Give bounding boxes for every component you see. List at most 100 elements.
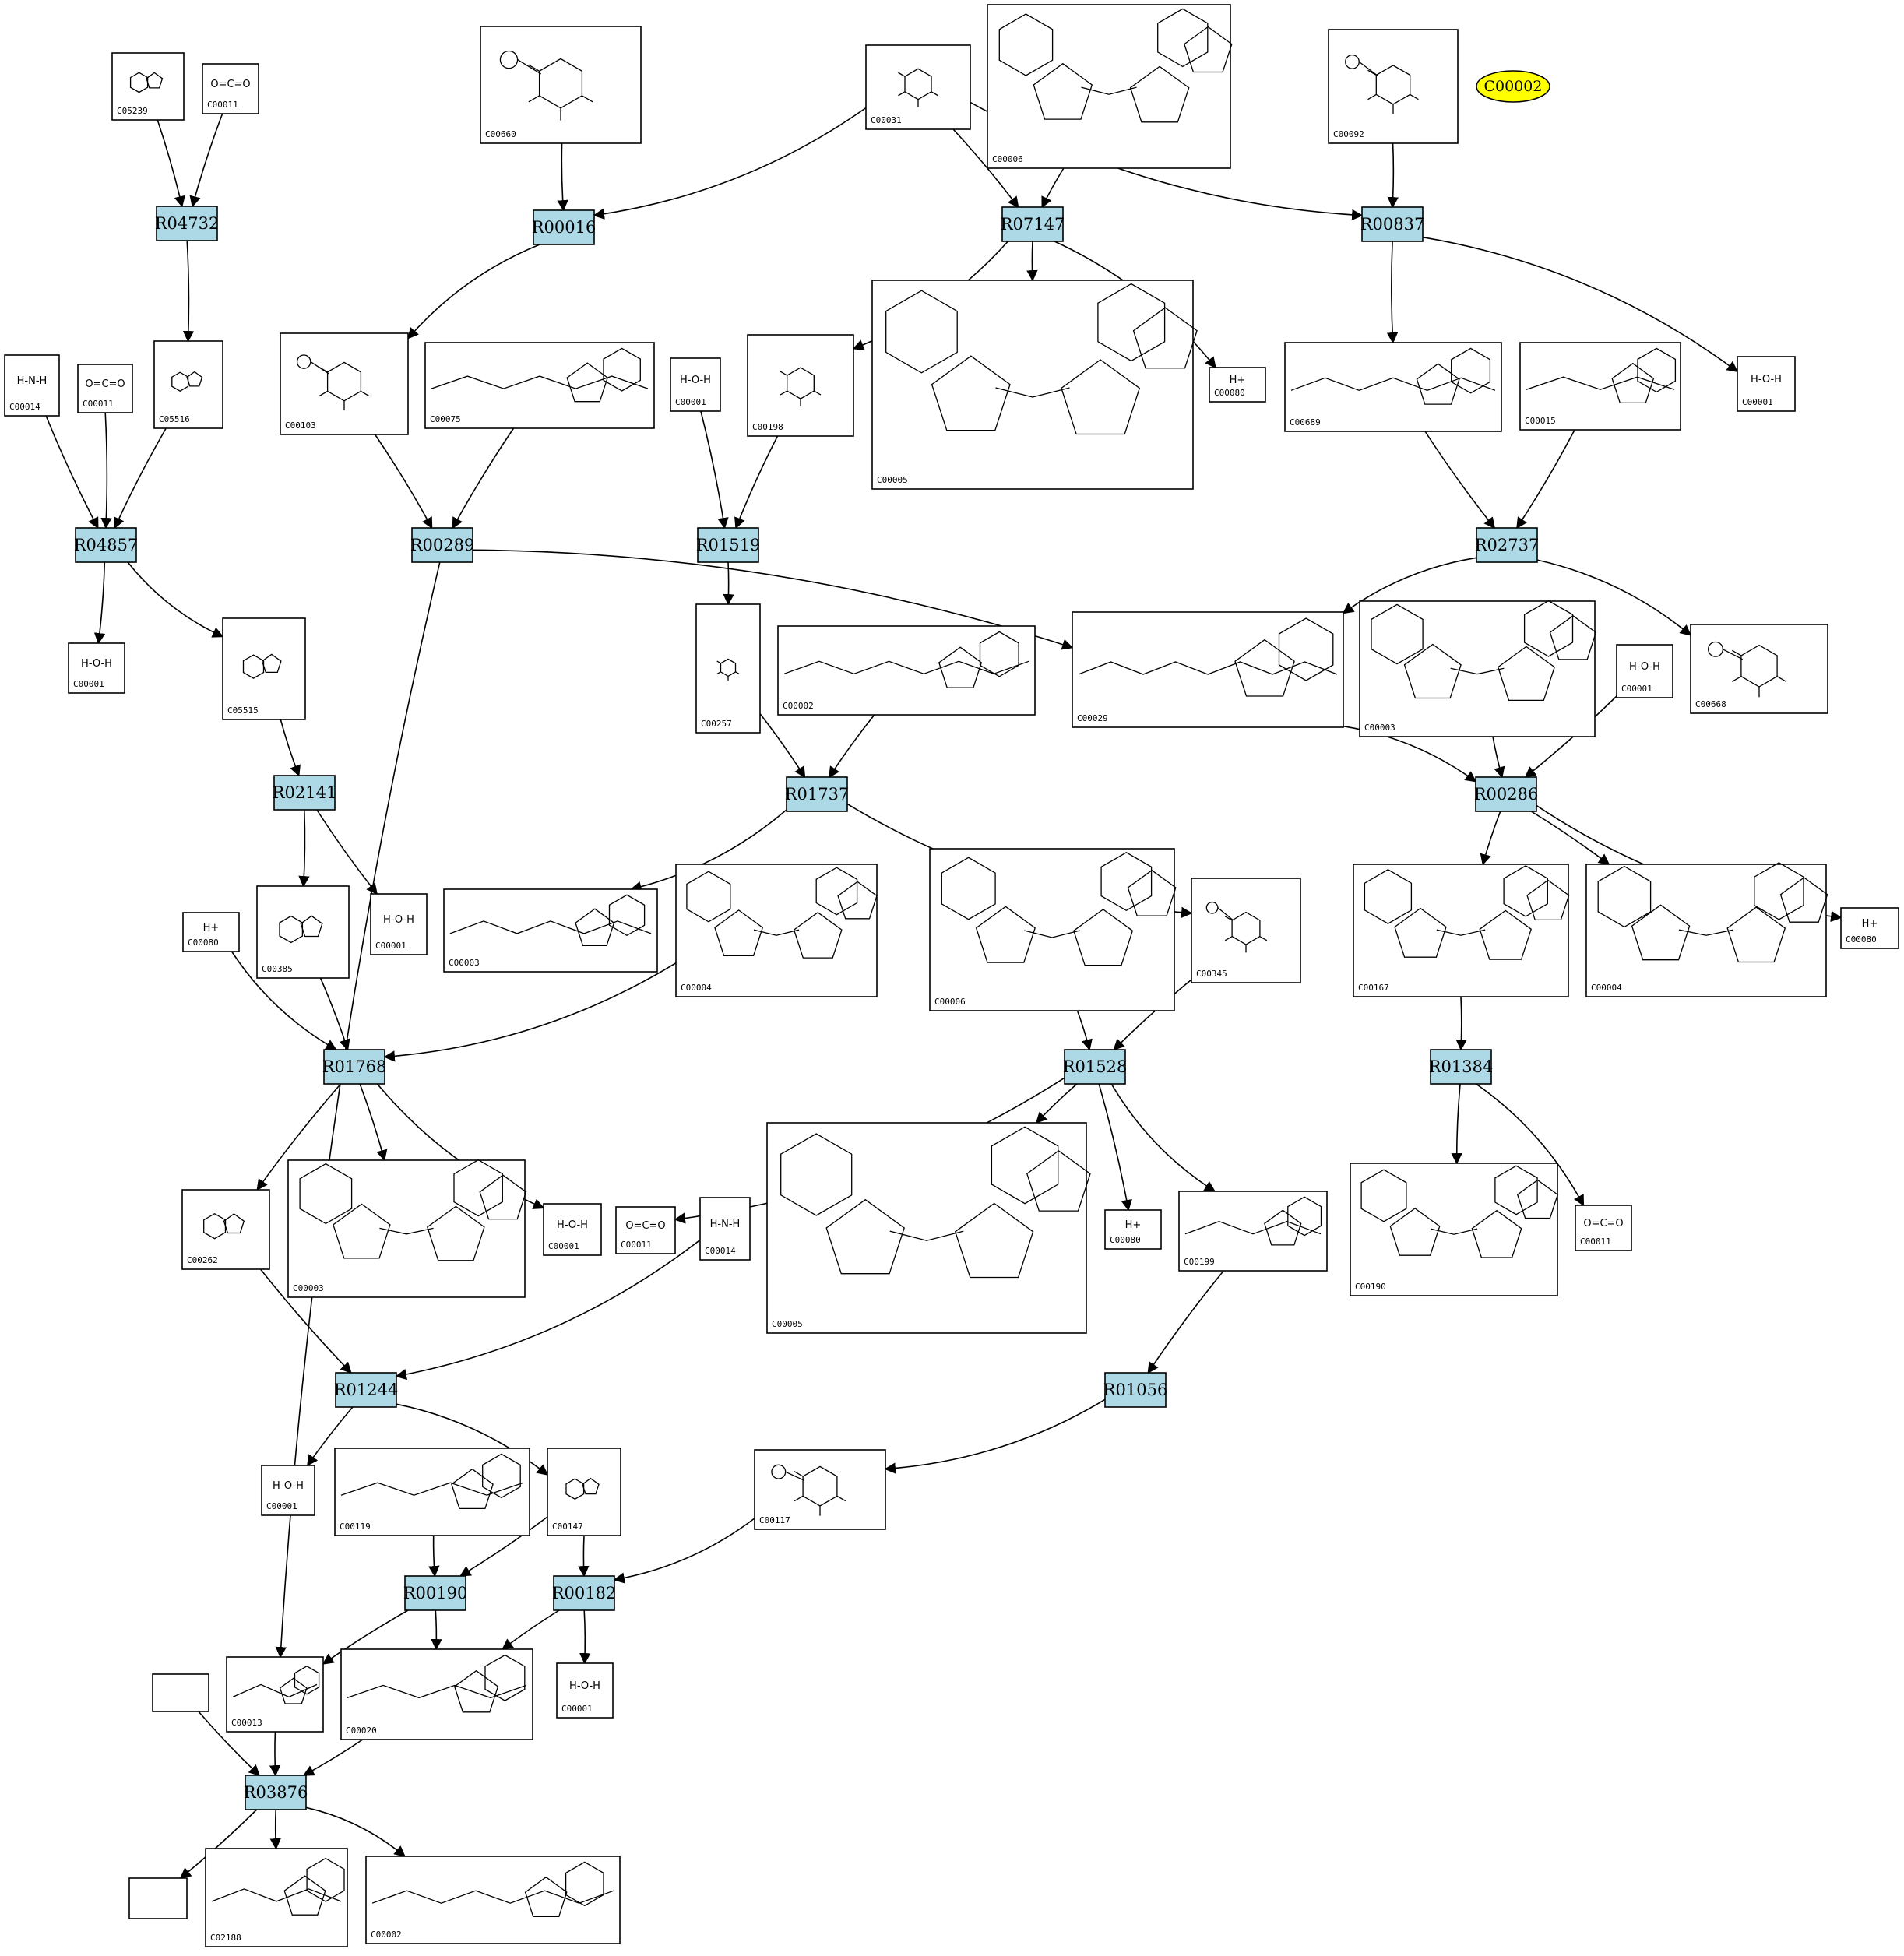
- compound-box[interactable]: [182, 912, 240, 952]
- compound-box[interactable]: [675, 864, 878, 997]
- compound-node[interactable]: C00006: [929, 848, 1177, 1011]
- compound-box[interactable]: [1072, 611, 1344, 728]
- reaction-box[interactable]: [335, 1372, 397, 1408]
- compound-node[interactable]: C00003: [1359, 600, 1597, 737]
- compound-node[interactable]: C00075: [424, 342, 655, 429]
- compound-node[interactable]: C00167: [1353, 864, 1570, 997]
- compound-box[interactable]: [128, 1877, 188, 1919]
- compound-box[interactable]: [1350, 1163, 1558, 1296]
- compound-node[interactable]: C00198: [747, 334, 854, 437]
- compound-node[interactable]: H+C00080: [1840, 907, 1899, 949]
- compound-node[interactable]: C00002: [777, 625, 1036, 716]
- compound-box[interactable]: [280, 332, 409, 435]
- compound-box[interactable]: [287, 1159, 526, 1298]
- compound-box[interactable]: [695, 603, 761, 734]
- compound-box[interactable]: [754, 1449, 886, 1530]
- compound-node[interactable]: C00199: [1178, 1191, 1328, 1272]
- highlight-ellipse[interactable]: [1476, 70, 1550, 103]
- compound-box[interactable]: [670, 357, 721, 412]
- reaction-box[interactable]: [1361, 206, 1424, 242]
- compound-box[interactable]: [987, 4, 1231, 169]
- compound-box[interactable]: [68, 642, 125, 694]
- compound-box[interactable]: [424, 342, 655, 429]
- compound-box[interactable]: [1284, 342, 1502, 432]
- compound-node[interactable]: H+C00080: [1209, 367, 1266, 403]
- reaction-box[interactable]: [1430, 1049, 1492, 1085]
- reaction-node[interactable]: R01056: [1103, 1372, 1168, 1408]
- reaction-box[interactable]: [75, 527, 137, 563]
- compound-box[interactable]: [1575, 1205, 1632, 1251]
- reaction-box[interactable]: [1475, 776, 1537, 812]
- reaction-box[interactable]: [553, 1575, 615, 1611]
- reaction-box[interactable]: [1001, 206, 1064, 242]
- compound-box[interactable]: [1737, 356, 1796, 412]
- reaction-box[interactable]: [156, 206, 218, 241]
- compound-node[interactable]: C00005: [871, 280, 1198, 490]
- reaction-box[interactable]: [404, 1575, 466, 1611]
- compound-node[interactable]: C00005: [766, 1122, 1091, 1334]
- compound-node[interactable]: C00689: [1284, 342, 1502, 432]
- compound-node[interactable]: [128, 1877, 188, 1919]
- compound-node[interactable]: C00668: [1690, 624, 1828, 714]
- compound-node[interactable]: [152, 1673, 209, 1712]
- compound-box[interactable]: [77, 364, 133, 413]
- compound-node[interactable]: C00262: [181, 1189, 270, 1270]
- compound-node[interactable]: C00031: [865, 44, 971, 130]
- compound-box[interactable]: [777, 625, 1036, 716]
- compound-box[interactable]: [1585, 864, 1827, 997]
- reaction-node[interactable]: R07147: [1001, 206, 1065, 242]
- compound-box[interactable]: [370, 893, 428, 955]
- compound-box[interactable]: [543, 1203, 602, 1256]
- compound-box[interactable]: [1328, 29, 1459, 144]
- compound-box[interactable]: [1209, 367, 1266, 403]
- compound-box[interactable]: [929, 848, 1175, 1011]
- compound-node[interactable]: H+C00080: [182, 912, 240, 952]
- compound-box[interactable]: [747, 334, 854, 437]
- compound-node[interactable]: C00029: [1072, 611, 1344, 728]
- compound-box[interactable]: [152, 1673, 209, 1712]
- compound-node[interactable]: C00119: [334, 1448, 530, 1536]
- compound-box[interactable]: [443, 888, 658, 973]
- reaction-box[interactable]: [533, 209, 595, 245]
- compound-box[interactable]: [1359, 600, 1596, 737]
- compound-node[interactable]: C00257: [695, 603, 761, 734]
- reaction-node[interactable]: R00182: [552, 1575, 617, 1611]
- compound-node[interactable]: C00147: [547, 1448, 621, 1536]
- compound-box[interactable]: [1178, 1191, 1328, 1272]
- reaction-box[interactable]: [323, 1049, 385, 1085]
- reaction-node[interactable]: R00289: [410, 527, 475, 563]
- compound-node[interactable]: C00117: [754, 1449, 886, 1530]
- compound-box[interactable]: [1616, 644, 1673, 698]
- compound-box[interactable]: [365, 1856, 621, 1944]
- compound-node[interactable]: C00004: [1585, 862, 1828, 997]
- compound-box[interactable]: [261, 1465, 315, 1516]
- compound-node[interactable]: C00660: [480, 26, 642, 144]
- compound-node[interactable]: C05515: [222, 617, 306, 720]
- compound-box[interactable]: [871, 280, 1194, 490]
- compound-box[interactable]: [1840, 907, 1899, 949]
- compound-node[interactable]: C00020: [340, 1648, 533, 1740]
- reaction-node[interactable]: R00286: [1474, 776, 1539, 812]
- compound-box[interactable]: [615, 1206, 676, 1254]
- compound-box[interactable]: [1191, 878, 1301, 983]
- compound-node[interactable]: H+C00080: [1104, 1209, 1162, 1250]
- reaction-node[interactable]: R01528: [1063, 1049, 1128, 1085]
- reaction-node[interactable]: R04732: [155, 206, 220, 241]
- reaction-node[interactable]: R01737: [785, 776, 850, 812]
- reaction-node[interactable]: R00190: [403, 1575, 468, 1611]
- reaction-box[interactable]: [411, 527, 473, 563]
- compound-node[interactable]: C05516: [153, 340, 223, 429]
- compound-box[interactable]: [480, 26, 642, 144]
- compound-box[interactable]: [865, 44, 971, 130]
